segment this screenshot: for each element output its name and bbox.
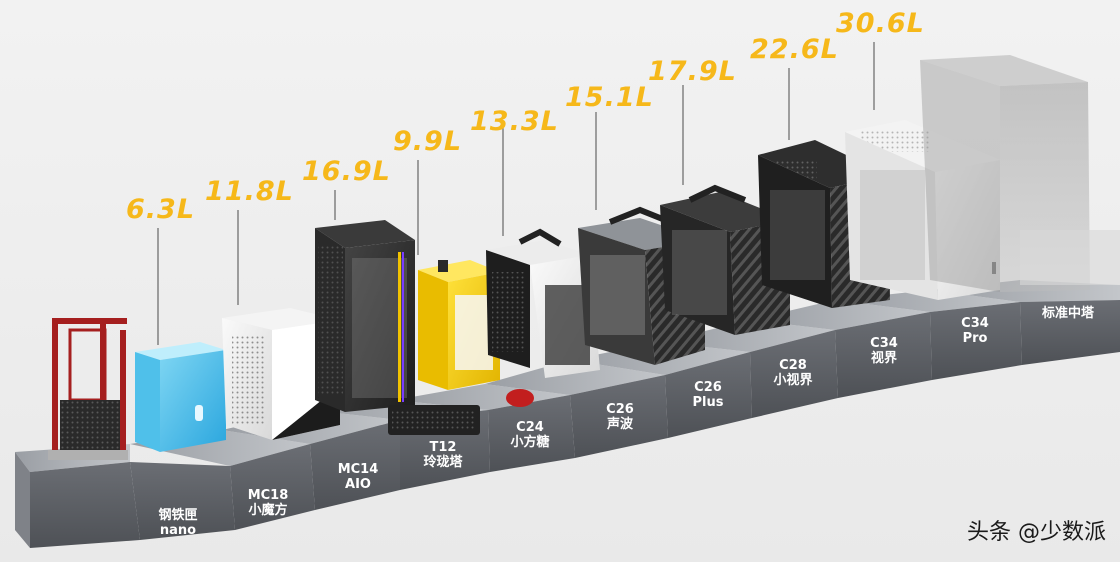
product-label-standard-tower: 标准中塔	[1023, 306, 1113, 321]
product-name-line1: C24	[516, 420, 544, 435]
volume-label-nano: 6.3L	[126, 194, 196, 225]
case-t12	[388, 260, 534, 435]
product-name-line2: Pro	[962, 331, 988, 346]
case-c34	[845, 120, 1000, 300]
product-label-t12: T12 玲珑塔	[398, 440, 488, 470]
product-name-line1: C26	[694, 380, 722, 395]
product-name-line2: 视界	[870, 351, 897, 366]
volume-label-c24: 13.3L	[470, 106, 559, 137]
product-name-line2: 声波	[606, 417, 633, 432]
product-label-c26-plus: C26 Plus	[663, 380, 753, 410]
volume-label-c26: 15.1L	[565, 82, 654, 113]
product-name-line1: C34	[961, 316, 989, 331]
product-name-line2: 小方糖	[510, 435, 550, 450]
case-mc14-aio	[315, 220, 415, 412]
case-steel-frame-nano	[48, 318, 128, 460]
product-name-line2: nano	[159, 523, 197, 538]
product-name-line1: 钢铁匣	[158, 508, 198, 523]
product-name-line1: 标准中塔	[1041, 306, 1094, 321]
product-name-line1: MC18	[247, 488, 289, 503]
product-name-line1: T12	[429, 440, 457, 455]
product-name-line2: Plus	[692, 395, 724, 410]
product-label-c34-pro: C34 Pro	[930, 316, 1020, 346]
volume-label-t12: 9.9L	[393, 126, 463, 157]
product-label-c28: C28 小视界	[748, 358, 838, 388]
volume-label-c28: 22.6L	[750, 34, 839, 65]
product-label-c24: C24 小方糖	[485, 420, 575, 450]
product-name-line2: 玲珑塔	[423, 455, 463, 470]
product-label-mc14: MC14 AIO	[313, 462, 403, 492]
product-label-mc18: MC18 小魔方	[223, 488, 313, 518]
case-standard-mid-tower	[1020, 230, 1120, 285]
case-mc18	[222, 308, 340, 440]
product-name-line2: AIO	[345, 477, 371, 492]
product-name-line2: 小视界	[773, 373, 813, 388]
product-name-line1: C28	[779, 358, 807, 373]
product-name-line1: C34	[870, 336, 898, 351]
product-name-line2: 小魔方	[248, 503, 288, 518]
case-blue-cube	[135, 342, 226, 452]
volume-label-mc14: 16.9L	[302, 156, 391, 187]
product-name-line1: MC14	[337, 462, 379, 477]
leader-lines	[157, 42, 875, 345]
product-label-c34: C34 视界	[839, 336, 929, 366]
watermark-text: 头条 @少数派	[967, 520, 1106, 545]
product-label-nano: 钢铁匣 nano	[133, 508, 223, 538]
product-name-line1: C26	[606, 402, 634, 417]
volume-label-mc18: 11.8L	[205, 176, 294, 207]
product-label-c26: C26 声波	[575, 402, 665, 432]
volume-label-c34: 30.6L	[836, 8, 925, 39]
volume-label-c26-plus: 17.9L	[648, 56, 737, 87]
